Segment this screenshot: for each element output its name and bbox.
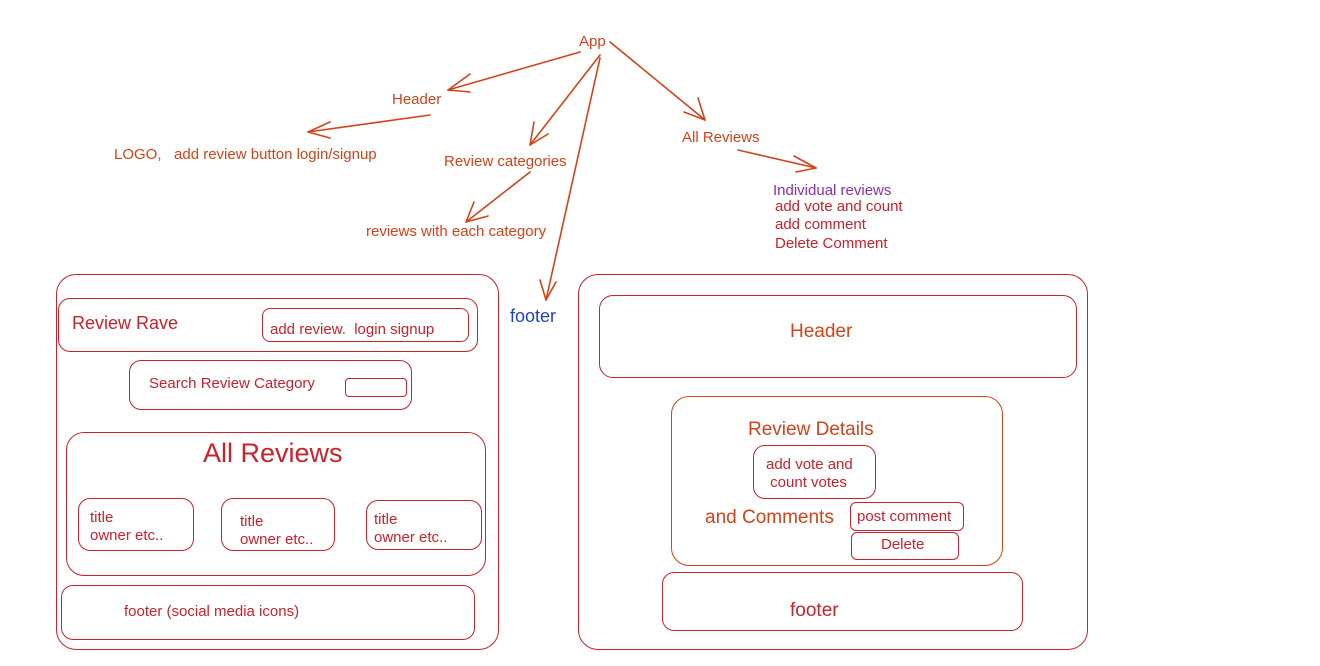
post-comment-label: post comment [857, 508, 952, 525]
card-owner: owner etc.. [240, 531, 314, 548]
card-title: title [374, 511, 398, 528]
delete-box [851, 532, 959, 560]
node-all-reviews: All Reviews [682, 129, 760, 146]
arrow-app-footer [545, 57, 601, 301]
header-actions-label: add review. login signup [270, 321, 435, 338]
node-individual-item: Delete Comment [775, 235, 888, 252]
arrow-header-logo [307, 114, 431, 133]
node-categories-children: reviews with each category [366, 223, 547, 240]
left-wireframe-frame [56, 274, 499, 650]
arrow-app-header [447, 51, 581, 91]
node-review-categories: Review categories [444, 153, 567, 170]
arrow-app-categories [529, 54, 601, 146]
review-details-box [671, 396, 1003, 566]
node-header: Header [392, 91, 442, 108]
node-header-children: LOGO, add review button login/signup [114, 146, 377, 163]
all-reviews-section [66, 432, 486, 576]
search-input-sketch [345, 378, 407, 397]
node-individual-reviews: Individual reviews [773, 182, 892, 199]
brand-label: Review Rave [72, 313, 179, 333]
card-owner: owner etc.. [90, 527, 164, 544]
arrow-app-allreviews [609, 41, 706, 121]
all-reviews-title: All Reviews [203, 438, 343, 468]
left-header-box [58, 298, 478, 352]
node-individual-item: add vote and count [775, 198, 903, 215]
arrow-categories-reviews [465, 171, 531, 223]
review-card [78, 498, 194, 551]
right-wireframe-frame [578, 274, 1088, 650]
card-title: title [90, 509, 114, 526]
header-actions-box [262, 308, 469, 342]
card-owner: owner etc.. [374, 529, 448, 546]
post-comment-box [850, 502, 964, 531]
node-footer: footer [510, 306, 557, 326]
comments-label: and Comments [705, 507, 834, 528]
review-card [366, 500, 482, 550]
right-footer-label: footer [790, 600, 839, 621]
node-individual-item: add comment [775, 216, 866, 233]
arrow-allreviews-individual [737, 149, 817, 169]
right-header-label: Header [790, 321, 853, 342]
vote-box [753, 445, 876, 499]
search-box [129, 360, 412, 410]
review-card [221, 498, 335, 551]
left-footer-box [61, 585, 475, 640]
review-details-title: Review Details [748, 419, 874, 440]
vote-label: add vote and count votes [766, 456, 853, 491]
card-title: title [240, 513, 264, 530]
right-footer-box [662, 572, 1023, 631]
search-label: Search Review Category [149, 375, 315, 392]
node-app: App [579, 33, 606, 50]
left-footer-label: footer (social media icons) [124, 603, 300, 620]
right-header-box [599, 295, 1077, 378]
delete-label: Delete [881, 536, 925, 553]
